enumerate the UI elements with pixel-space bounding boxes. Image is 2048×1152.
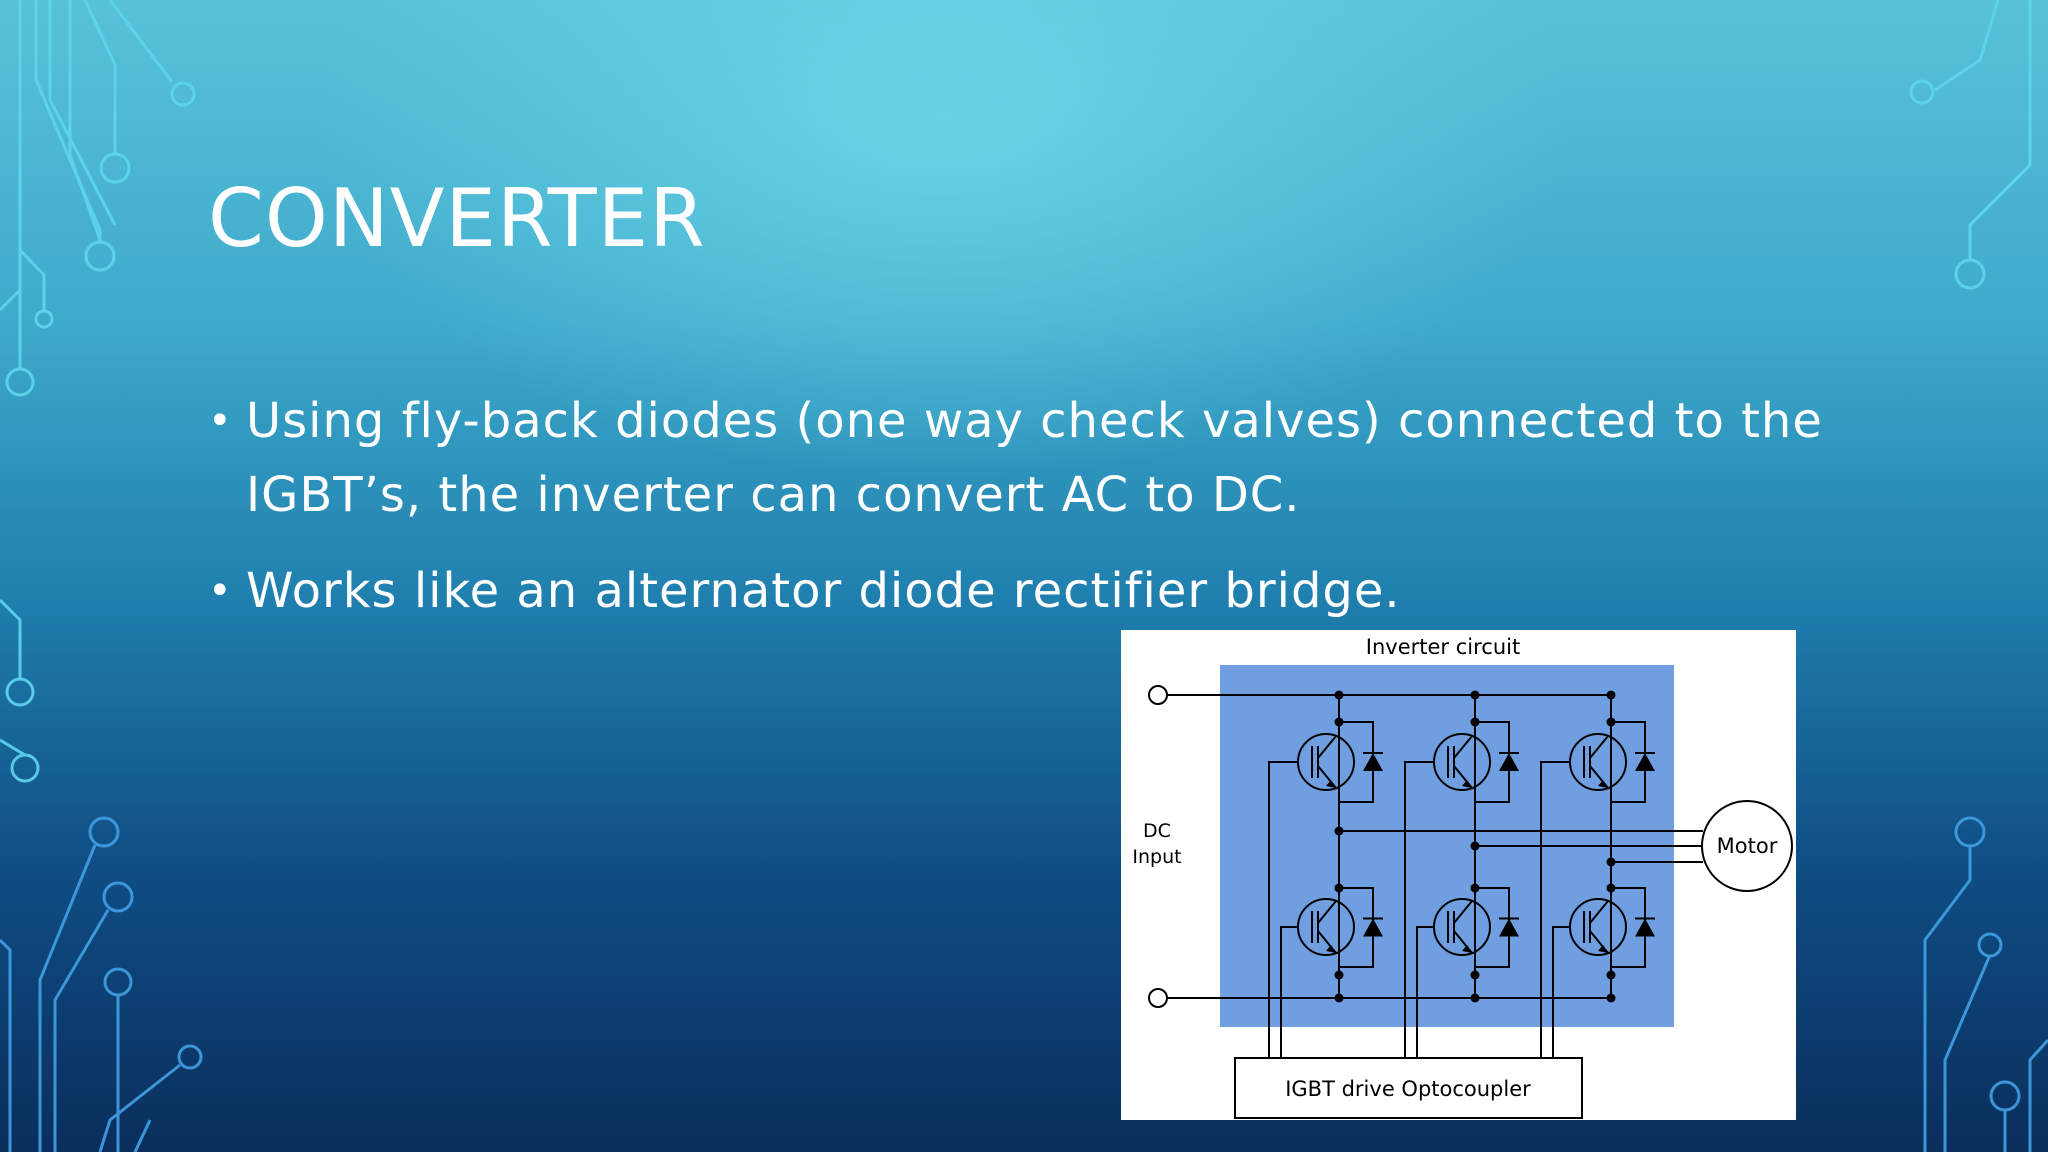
igbt-gate-lines xyxy=(1447,900,1473,954)
junction-dot xyxy=(1470,993,1480,1003)
junction-dot xyxy=(1470,690,1480,700)
upper-gate-wire xyxy=(1404,761,1435,1058)
igbt-emitter-arrow xyxy=(1598,780,1608,788)
negative-terminal xyxy=(1148,988,1168,1008)
igbt-gate-lines xyxy=(1583,735,1609,789)
slide-title: CONVERTER xyxy=(208,172,706,265)
igbt-emitter-arrow xyxy=(1598,945,1608,953)
bullet-text: Using fly-back diodes (one way check val… xyxy=(246,393,1823,523)
lower-gate-wire xyxy=(1416,926,1435,1058)
bullet-list: • Using fly-back diodes (one way check va… xyxy=(208,384,1848,650)
flyback-diode-icon xyxy=(1635,918,1655,937)
optocoupler-box xyxy=(1234,1057,1583,1119)
flyback-diode-icon xyxy=(1635,753,1655,771)
motor-label: Motor xyxy=(1717,834,1778,858)
flyback-diode-icon xyxy=(1363,918,1383,937)
igbt-gate-lines xyxy=(1447,735,1473,789)
junction-dot xyxy=(1334,993,1344,1003)
junction-dot xyxy=(1606,970,1616,980)
bullet-item: • Using fly-back diodes (one way check va… xyxy=(208,384,1848,532)
upper-gate-wire xyxy=(1268,761,1299,1058)
junction-dot xyxy=(1470,970,1480,980)
junction-dot xyxy=(1334,970,1344,980)
igbt-emitter-arrow xyxy=(1326,945,1336,953)
igbt-emitter-arrow xyxy=(1326,780,1336,788)
lower-gate-wire xyxy=(1280,926,1299,1058)
igbt-gate-lines xyxy=(1311,735,1337,789)
flyback-diode-icon xyxy=(1363,753,1383,771)
lower-gate-wire xyxy=(1552,926,1571,1058)
igbt-emitter-arrow xyxy=(1462,945,1472,953)
optocoupler-label: IGBT drive Optocoupler xyxy=(1285,1077,1531,1101)
bullet-dot-icon: • xyxy=(208,398,233,444)
dc-input-label-line1: DC xyxy=(1143,820,1171,842)
junction-dot xyxy=(1606,690,1616,700)
igbt-gate-lines xyxy=(1583,900,1609,954)
inverter-circuit-svg: Inverter circuit DC Input Motor IGBT dri… xyxy=(1132,635,1793,1119)
igbt-gate-lines xyxy=(1311,900,1337,954)
dc-input-label-line2: Input xyxy=(1132,846,1181,868)
positive-terminal xyxy=(1148,685,1168,705)
junction-dot xyxy=(1606,993,1616,1003)
bullet-text: Works like an alternator diode rectifier… xyxy=(246,563,1401,619)
bullet-dot-icon: • xyxy=(208,568,233,614)
igbt-emitter-arrow xyxy=(1462,780,1472,788)
flyback-diode-icon xyxy=(1499,753,1519,771)
diagram-title: Inverter circuit xyxy=(1366,635,1520,659)
upper-gate-wire xyxy=(1540,761,1571,1058)
junction-dot xyxy=(1334,690,1344,700)
inverter-circuit-diagram: Inverter circuit DC Input Motor IGBT dri… xyxy=(1121,630,1796,1120)
flyback-diode-icon xyxy=(1499,918,1519,937)
bullet-item: • Works like an alternator diode rectifie… xyxy=(208,554,1848,628)
